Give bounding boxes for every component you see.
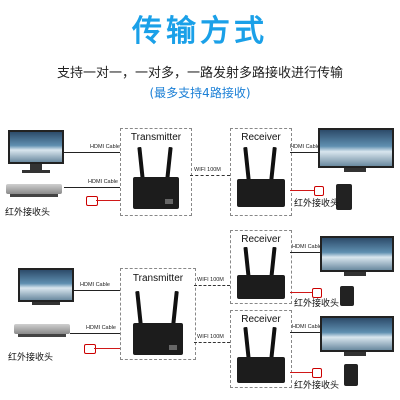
dvd-player-front	[10, 194, 58, 197]
hdmi-line	[64, 187, 120, 188]
monitor-screen	[320, 236, 394, 272]
monitor-base	[22, 170, 50, 173]
monitor-base	[344, 168, 366, 172]
dvd-player-body	[14, 324, 70, 334]
ir-cable	[96, 200, 120, 201]
ir-receiver-label: 红外接收头	[5, 208, 51, 218]
receiver-box: Receiver	[230, 230, 292, 304]
antenna	[137, 146, 145, 180]
monitor-screen	[320, 316, 394, 352]
monitor-screen	[18, 268, 74, 302]
hdmi-cable-label: HDMI Cable	[292, 244, 322, 250]
display-monitor	[318, 128, 394, 178]
wifi-label: WIFI 100M	[194, 167, 221, 173]
dvd-player-front	[18, 334, 66, 337]
ir-cable	[290, 190, 314, 191]
monitor-screen	[8, 130, 64, 164]
hdmi-line	[290, 152, 318, 153]
ir-receiver-label: 红外接收头	[294, 199, 340, 209]
remote-control	[344, 364, 358, 386]
receiver-device	[237, 179, 285, 207]
receiver-box: Receiver	[230, 128, 292, 216]
remote-control	[336, 184, 352, 210]
ir-receiver-label: 红外接收头	[294, 381, 340, 391]
antenna	[243, 146, 251, 182]
display-monitor	[320, 236, 394, 280]
hdmi-line	[290, 332, 320, 333]
receiver-label: Receiver	[241, 314, 281, 325]
display-monitor	[320, 316, 394, 360]
monitor-base	[344, 352, 366, 356]
ir-cable	[290, 292, 314, 293]
ir-receiver-label: 红外接收头	[8, 353, 54, 363]
transmitter-device	[133, 323, 183, 355]
subtitle-note: (最多支持4路接收)	[149, 86, 251, 100]
transmitter-label: Transmitter	[132, 273, 184, 284]
dvd-player	[6, 184, 62, 198]
wifi-link	[194, 285, 230, 286]
ir-receiver-icon	[86, 196, 98, 206]
transmitter-device	[133, 177, 179, 209]
transmitter-label: Transmitter	[130, 132, 182, 143]
hdmi-cable-label: HDMI Cable	[88, 179, 118, 185]
hdmi-cable-label: HDMI Cable	[80, 282, 110, 288]
monitor-stand	[30, 164, 42, 170]
monitor-screen	[318, 128, 394, 168]
wifi-link	[190, 175, 230, 176]
ir-receiver-label: 红外接收头	[294, 299, 340, 309]
transmitter-box: Transmitter	[120, 268, 196, 360]
receiver-device	[237, 357, 285, 383]
antenna	[171, 290, 179, 326]
antenna	[243, 246, 251, 278]
hdmi-cable-label: HDMI Cable	[90, 144, 120, 150]
dvd-player	[14, 324, 70, 338]
dvd-player-body	[6, 184, 62, 194]
antenna	[243, 326, 251, 360]
hdmi-cable-label: HDMI Cable	[86, 325, 116, 331]
source-monitor	[18, 268, 74, 314]
antenna	[269, 146, 277, 182]
monitor-base	[32, 302, 60, 305]
wifi-link	[194, 342, 230, 343]
ir-receiver-icon	[84, 344, 96, 354]
hdmi-line	[74, 290, 120, 291]
remote-control	[340, 286, 354, 306]
device-port	[169, 345, 177, 350]
transmitter-box: Transmitter	[120, 128, 192, 216]
ir-receiver-icon	[312, 368, 322, 378]
page-title: 传输方式	[132, 14, 268, 49]
source-monitor	[8, 130, 64, 176]
hdmi-line	[290, 252, 320, 253]
antenna	[269, 246, 277, 278]
ir-receiver-icon	[312, 288, 322, 298]
subtitle: 支持一对一，一对多，一路发射多路接收进行传输	[56, 66, 343, 81]
hdmi-line	[70, 333, 120, 334]
hdmi-cable-label: HDMI Cable	[292, 324, 322, 330]
receiver-label: Receiver	[241, 132, 281, 143]
receiver-label: Receiver	[241, 234, 281, 245]
wifi-label: WIFI 100M	[197, 277, 224, 283]
hdmi-line	[64, 152, 120, 153]
receiver-device	[237, 275, 285, 299]
antenna	[165, 146, 173, 180]
device-port	[165, 199, 173, 204]
monitor-base	[344, 272, 366, 276]
receiver-box: Receiver	[230, 310, 292, 388]
hdmi-cable-label: HDMI Cable	[290, 144, 320, 150]
ir-cable	[290, 372, 314, 373]
antenna	[135, 290, 143, 326]
ir-receiver-icon	[314, 186, 324, 196]
antenna	[269, 326, 277, 360]
ir-cable	[94, 348, 120, 349]
wifi-label: WIFI 100M	[197, 334, 224, 340]
